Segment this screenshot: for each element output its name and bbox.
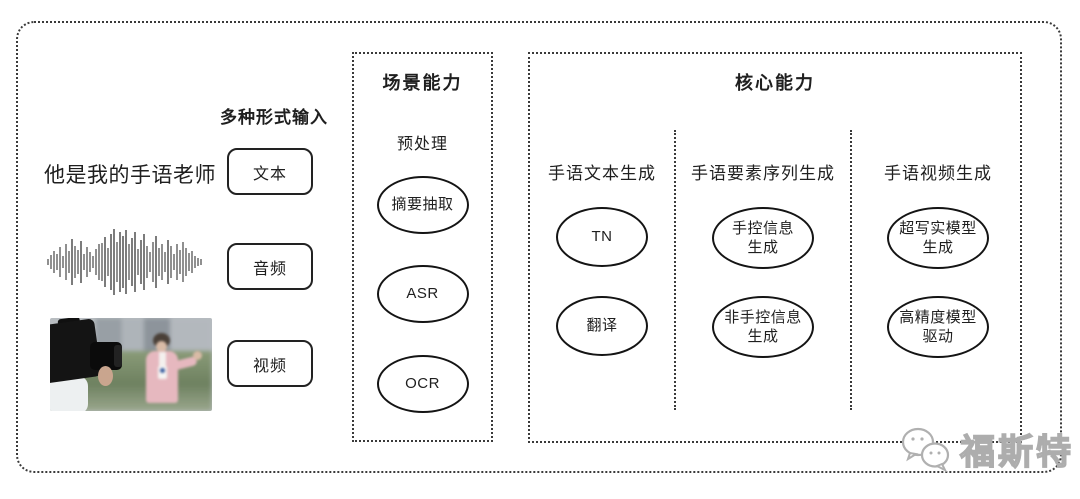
node-translation: 翻译	[556, 296, 648, 356]
photo-microphone	[157, 365, 167, 379]
input-box-audio-label: 音频	[252, 260, 287, 278]
input-box-text-label: 文本	[252, 165, 287, 183]
audio-waveform-icon	[47, 229, 202, 295]
column-element-sequence-generation: 手语要素序列生成 手控信息生成 非手控信息生成	[676, 54, 850, 441]
diagram-frame	[16, 21, 1062, 473]
node-summary-extraction: 摘要抽取	[376, 176, 469, 234]
column-text-generation: 手语文本生成 TN 翻译	[530, 54, 674, 441]
column-video-generation: 手语视频生成 超写实模型生成 高精度模型驱动	[852, 54, 1024, 441]
sample-sentence: 他是我的手语老师	[44, 164, 216, 187]
input-box-text: 文本	[227, 148, 313, 195]
wechat-icon	[901, 427, 950, 473]
core-capability-title: 核心能力	[735, 73, 815, 93]
photo-reporter	[141, 332, 202, 411]
input-box-video-label: 视频	[252, 357, 287, 375]
node-tn: TN	[556, 207, 648, 267]
node-manual-info-generation: 手控信息生成	[712, 207, 814, 269]
input-box-audio: 音频	[227, 243, 313, 290]
node-high-precision-model-driving: 高精度模型驱动	[887, 296, 989, 358]
watermark-text: 福斯特	[959, 432, 1075, 472]
node-non-manual-info-generation: 非手控信息生成	[712, 296, 814, 358]
scene-capability-panel: 场景能力 预处理 摘要抽取 ASR OCR	[352, 52, 493, 442]
input-section-label: 多种形式输入	[220, 108, 328, 127]
core-capability-panel: 核心能力 手语文本生成 TN 翻译 手语要素序列生成 手控信息生成 非手控信息生…	[528, 52, 1022, 443]
node-ocr: OCR	[376, 355, 469, 413]
preprocess-label: 预处理	[396, 136, 448, 153]
node-asr: ASR	[376, 265, 469, 323]
column-header: 手语要素序列生成	[691, 164, 835, 183]
news-photo	[50, 318, 212, 411]
column-divider	[674, 130, 676, 410]
photo-camera	[50, 318, 130, 411]
node-hyperreal-model-generation: 超写实模型生成	[887, 207, 989, 269]
watermark: 福斯特	[898, 420, 1072, 478]
input-box-video: 视频	[227, 340, 313, 387]
column-header: 手语文本生成	[548, 164, 656, 183]
column-divider	[850, 130, 852, 410]
column-header: 手语视频生成	[884, 164, 992, 183]
scene-capability-title: 场景能力	[382, 73, 463, 93]
